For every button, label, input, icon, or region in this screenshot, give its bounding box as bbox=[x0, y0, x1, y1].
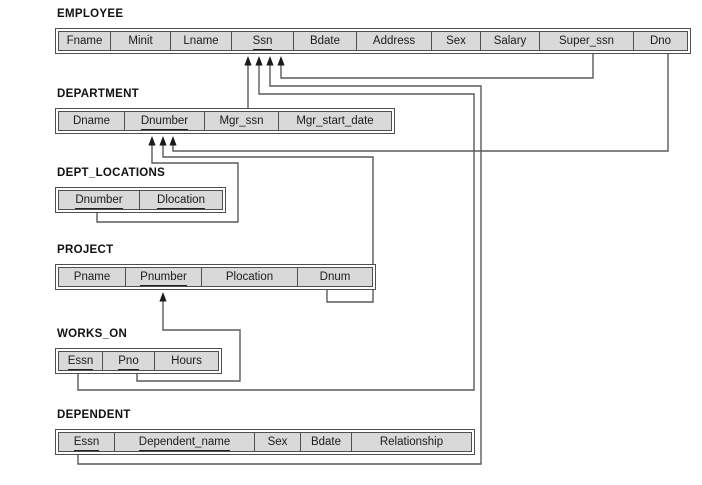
column-cell-employee-lname: Lname bbox=[170, 31, 232, 51]
column-cell-dependent-sex: Sex bbox=[254, 432, 301, 452]
attribute: Address bbox=[372, 35, 416, 47]
column-cell-employee-sex: Sex bbox=[431, 31, 481, 51]
arrowhead-icon bbox=[148, 136, 156, 146]
arrowhead-icon bbox=[244, 56, 252, 66]
table-department: Dname Dnumber Mgr_ssn Mgr_start_date bbox=[55, 108, 395, 134]
column-cell-works-on-essn: Essn bbox=[58, 351, 103, 371]
attribute: Dname bbox=[72, 115, 111, 127]
attribute: Sex bbox=[446, 35, 466, 47]
table-title-project: PROJECT bbox=[57, 244, 114, 256]
attribute: Bdate bbox=[309, 35, 341, 47]
table-title-works-on: WORKS_ON bbox=[57, 328, 128, 340]
column-cell-dependent-essn: Essn bbox=[58, 432, 115, 452]
column-cell-department-mgr_ssn: Mgr_ssn bbox=[204, 111, 279, 131]
primary-key-attribute: Pno bbox=[118, 353, 139, 370]
column-cell-employee-ssn: Ssn bbox=[231, 31, 294, 51]
column-cell-works-on-hours: Hours bbox=[154, 351, 219, 371]
column-cell-employee-minit: Minit bbox=[110, 31, 171, 51]
column-cell-employee-dno: Dno bbox=[633, 31, 688, 51]
primary-key-attribute: Pnumber bbox=[140, 269, 187, 286]
arrowhead-icon bbox=[255, 56, 263, 66]
column-cell-employee-salary: Salary bbox=[480, 31, 540, 51]
attribute: Hours bbox=[171, 355, 202, 367]
primary-key-attribute: Ssn bbox=[252, 33, 273, 50]
column-cell-works-on-pno: Pno bbox=[102, 351, 155, 371]
arrowhead-icon bbox=[277, 56, 285, 66]
attribute: Lname bbox=[183, 35, 219, 47]
attribute: Mgr_ssn bbox=[219, 115, 264, 127]
attribute: Salary bbox=[493, 35, 527, 47]
column-cell-department-mgr_start_date: Mgr_start_date bbox=[278, 111, 392, 131]
attribute: Mgr_start_date bbox=[296, 115, 374, 127]
column-cell-dept-locations-dnumber: Dnumber bbox=[58, 190, 140, 210]
column-cell-dependent-relationship: Relationship bbox=[351, 432, 472, 452]
column-cell-employee-fname: Fname bbox=[58, 31, 111, 51]
column-cell-dependent-bdate: Bdate bbox=[300, 432, 352, 452]
attribute: Minit bbox=[128, 35, 153, 47]
column-cell-project-pname: Pname bbox=[58, 267, 126, 287]
primary-key-attribute: Dnumber bbox=[75, 192, 123, 209]
fk-employee-super_ssn-to-employee-ssn bbox=[277, 54, 594, 79]
attribute: Dnum bbox=[319, 271, 351, 283]
primary-key-attribute: Dnumber bbox=[140, 113, 189, 130]
table-project: Pname Pnumber Plocation Dnum bbox=[55, 264, 376, 290]
attribute: Plocation bbox=[225, 271, 274, 283]
table-title-dept-locations: DEPT_LOCATIONS bbox=[57, 167, 166, 179]
table-title-dependent: DEPENDENT bbox=[57, 409, 131, 421]
table-works-on: Essn Pno Hours bbox=[55, 348, 222, 374]
table-title-department: DEPARTMENT bbox=[57, 88, 140, 100]
attribute: Pname bbox=[73, 271, 111, 283]
arrowhead-icon bbox=[159, 292, 167, 302]
column-cell-project-pnumber: Pnumber bbox=[125, 267, 202, 287]
fk-employee-dno-to-department-dnumber bbox=[169, 54, 669, 152]
column-cell-project-dnum: Dnum bbox=[297, 267, 373, 287]
column-cell-department-dnumber: Dnumber bbox=[124, 111, 205, 131]
table-employee: Fname Minit Lname Ssn Bdate Address Sex Salary S… bbox=[55, 28, 691, 54]
attribute: Super_ssn bbox=[559, 35, 614, 47]
primary-key-attribute: Dependent_name bbox=[138, 434, 231, 451]
column-cell-dependent-dependent_name: Dependent_name bbox=[114, 432, 255, 452]
attribute: Sex bbox=[267, 436, 288, 448]
column-cell-employee-bdate: Bdate bbox=[293, 31, 357, 51]
table-dept-locations: Dnumber Dlocation bbox=[55, 187, 226, 213]
fk-department-mgr_ssn-to-employee-ssn bbox=[244, 56, 252, 108]
primary-key-attribute: Essn bbox=[67, 353, 94, 370]
column-cell-employee-super_ssn: Super_ssn bbox=[539, 31, 634, 51]
fk-works_on-essn-to-employee-ssn bbox=[77, 56, 475, 391]
primary-key-attribute: Essn bbox=[73, 434, 100, 451]
table-title-employee: EMPLOYEE bbox=[57, 8, 124, 20]
attribute: Dno bbox=[649, 35, 672, 47]
attribute: Bdate bbox=[310, 436, 342, 448]
arrowhead-icon bbox=[169, 136, 177, 146]
arrowhead-icon bbox=[159, 136, 167, 146]
primary-key-attribute: Dlocation bbox=[157, 192, 205, 209]
column-cell-project-plocation: Plocation bbox=[201, 267, 298, 287]
column-cell-dept-locations-dlocation: Dlocation bbox=[139, 190, 223, 210]
attribute: Fname bbox=[66, 35, 103, 47]
column-cell-department-dname: Dname bbox=[58, 111, 125, 131]
arrowhead-icon bbox=[266, 56, 274, 66]
table-dependent: Essn Dependent_name Sex Bdate Relationship bbox=[55, 429, 475, 455]
column-cell-employee-address: Address bbox=[356, 31, 432, 51]
attribute: Relationship bbox=[379, 436, 444, 448]
